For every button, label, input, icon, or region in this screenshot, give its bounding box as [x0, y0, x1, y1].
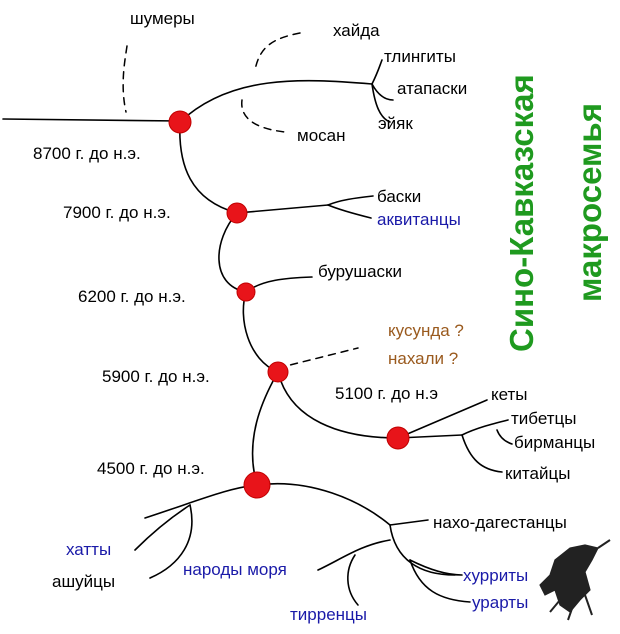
label-kets: кеты: [491, 385, 528, 404]
branch-sea-peoples: [317, 539, 391, 571]
dashed-mosan: [241, 99, 286, 133]
label-eyak: эйяк: [378, 114, 413, 133]
branch-eyak: [371, 83, 391, 123]
title-line-1: Сино-Кавказская: [503, 74, 540, 352]
branch-yeniseian-sino: [277, 371, 399, 439]
branch-kets: [397, 399, 488, 439]
dashed-haida: [254, 32, 301, 71]
label-hattians: хатты: [66, 540, 112, 559]
label-basques: баски: [377, 187, 422, 206]
label-chinese: китайцы: [505, 464, 571, 483]
label-burushaski: бурушаски: [318, 262, 402, 281]
title-line-2: макросемья: [571, 103, 608, 302]
node-8700: [168, 110, 192, 134]
branch-hattians: [134, 504, 191, 551]
date-label-5100: 5100 г. до н.э: [335, 384, 438, 403]
node-4500: [243, 471, 271, 499]
branch-na-dene: [179, 79, 373, 123]
label-urartians: урарты: [472, 593, 529, 612]
label-athabaskan: атапаски: [397, 79, 468, 98]
label-mosan: мосан: [297, 126, 346, 145]
date-label-7900: 7900 г. до н.э.: [63, 203, 171, 222]
trunk-7900-6200: [218, 212, 247, 293]
branch-aquitanian: [327, 204, 372, 219]
branch-tibetan: [461, 419, 509, 436]
label-kusunda: кусунда ?: [388, 321, 464, 340]
label-tibetans: тибетцы: [511, 409, 577, 428]
branch-urartians: [409, 559, 471, 603]
label-burmese: бирманцы: [514, 433, 596, 452]
date-label-5900: 5900 г. до н.э.: [102, 367, 210, 386]
label-sumerians: шумеры: [130, 9, 195, 28]
label-tlingit: тлингиты: [384, 47, 456, 66]
label-nakh-dagestani: нахо-дагестанцы: [433, 513, 567, 532]
label-hurrians: хурриты: [463, 566, 529, 585]
date-label-4500: 4500 г. до н.э.: [97, 459, 205, 478]
branch-athabaskan: [371, 83, 394, 101]
label-aquitanians: аквитанцы: [377, 210, 461, 229]
branch-ashuians: [149, 504, 193, 579]
dashed-kusunda: [277, 347, 359, 369]
dashed-sumerians: [122, 45, 128, 113]
date-label-6200: 6200 г. до н.э.: [78, 287, 186, 306]
branch-4500-east: [256, 482, 391, 526]
label-ashuians: ашуйцы: [52, 572, 116, 591]
branch-burushaski: [245, 276, 313, 293]
branch-tlingit: [371, 59, 383, 85]
decorative-figure: [539, 539, 611, 621]
branch-tyrrhenians: [347, 554, 359, 606]
branch-southeast: [389, 524, 456, 576]
label-nahali: нахали ?: [388, 349, 459, 368]
root-branch: [2, 118, 181, 122]
node-5100: [386, 426, 410, 450]
node-7900: [226, 202, 248, 224]
node-6200: [236, 282, 256, 302]
branch-4500-west: [144, 484, 258, 519]
label-sea-peoples: народы моря: [183, 560, 287, 579]
trunk-8700-7900: [179, 121, 238, 214]
branch-basque-top: [327, 195, 374, 206]
branch-basque: [236, 204, 329, 214]
label-tyrrhenians: тирренцы: [290, 605, 367, 624]
date-label-8700: 8700 г. до н.э.: [33, 144, 141, 163]
branch-nakh-dagestani: [389, 519, 429, 526]
node-5900: [267, 361, 289, 383]
branch-hurrians: [409, 559, 463, 576]
branch-burmese: [496, 429, 513, 445]
label-haida: хайда: [333, 21, 380, 40]
trunk-5900-4500: [251, 371, 279, 486]
branch-chinese: [461, 434, 503, 473]
trunk-6200-5900: [242, 291, 279, 373]
